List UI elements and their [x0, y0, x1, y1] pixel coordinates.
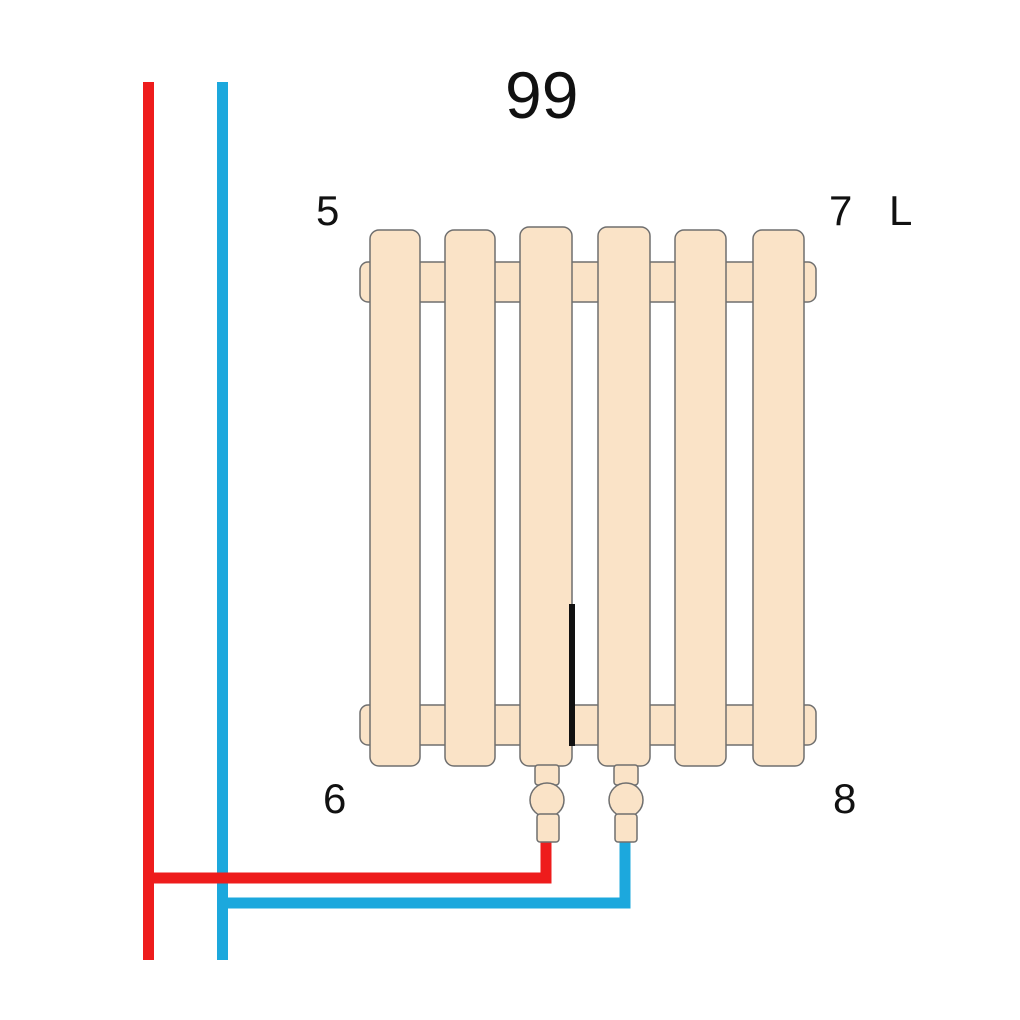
connection-label-bottom-left: 6 — [323, 775, 347, 822]
model-number: 99 — [505, 58, 579, 132]
radiator-top-header — [359, 261, 817, 303]
radiator-column — [369, 229, 421, 767]
radiator-bottom-header — [359, 704, 817, 746]
thermostat-bar — [569, 604, 575, 746]
connection-label-top-left: 5 — [316, 187, 340, 234]
radiator-column — [674, 229, 727, 767]
radiator-column — [597, 226, 651, 767]
connection-label-top-right: 7 — [829, 187, 853, 234]
connection-label-bottom-right: 8 — [833, 775, 857, 822]
side-label: L — [889, 187, 913, 234]
return-riser-pipe — [217, 82, 228, 960]
radiator-column — [752, 229, 805, 767]
radiator-column — [444, 229, 496, 767]
supply-branch-pipe — [148, 842, 552, 884]
radiator-column — [519, 226, 573, 767]
return-valve — [608, 764, 644, 843]
supply-valve — [529, 764, 565, 843]
radiator — [359, 226, 817, 767]
supply-riser-pipe — [143, 82, 154, 960]
return-branch-pipe — [222, 842, 631, 909]
